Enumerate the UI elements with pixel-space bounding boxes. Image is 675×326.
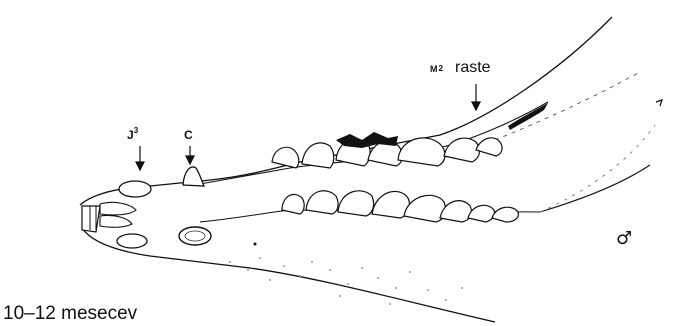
scratch-mark [656,100,662,106]
label-molar-2: M2 [430,64,443,74]
age-caption: 10–12 mesecev [3,303,137,325]
label-incisor-3: J3 [127,128,138,142]
lower-jaw-ramus [540,125,655,212]
lower-canine-socket [179,227,211,245]
label-canine: C [184,128,193,142]
male-symbol: ♂ [616,228,632,249]
upper-canine-tooth [183,167,204,186]
label-incisor-letter: J [127,128,134,142]
erupting-molar-m2 [508,103,548,130]
incisor-teeth [82,202,136,232]
label-raste: raste [455,59,491,77]
mandible-stipple [229,243,463,306]
label-molar-number: 2 [439,64,443,73]
label-molar-letter: M [430,64,438,74]
label-incisor-sup: 3 [134,126,138,135]
upper-incisor-3 [119,181,151,197]
lower-incisor-socket [117,234,147,248]
lower-molar-row [282,191,518,222]
